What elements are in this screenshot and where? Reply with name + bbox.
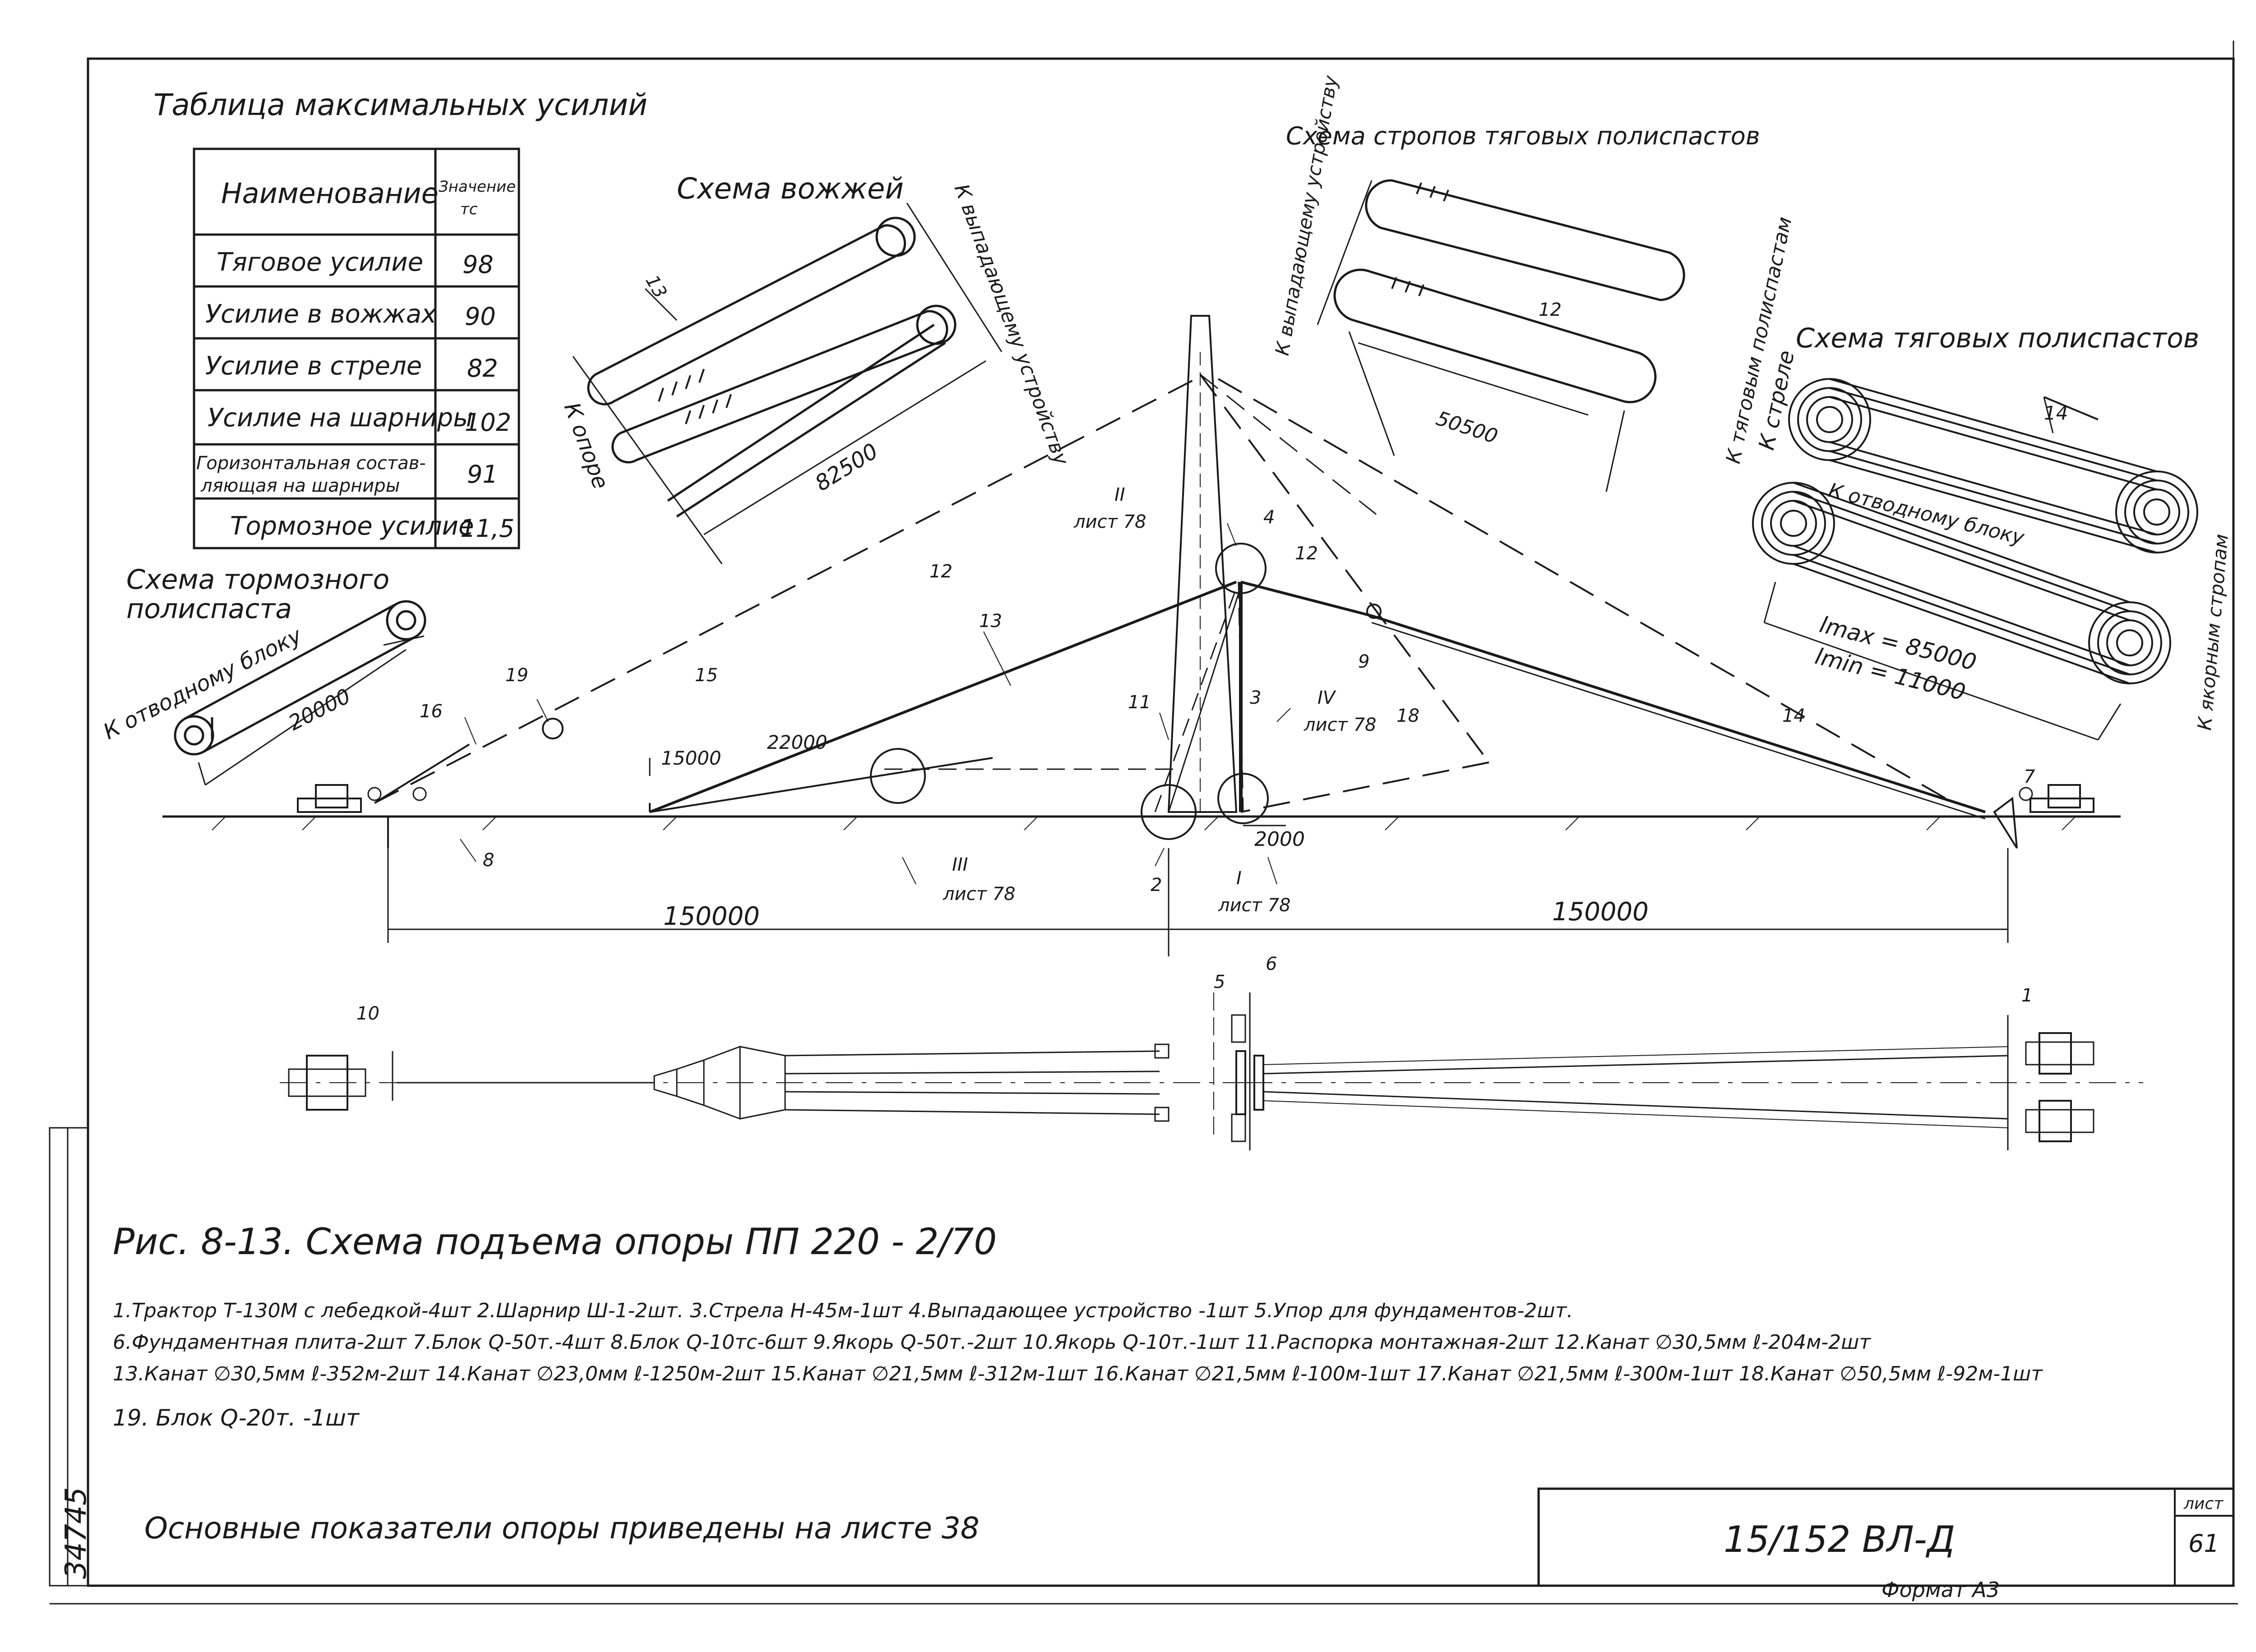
dim-150000-right: 150000 (1552, 897, 1649, 927)
stamp-sheet-number: 61 (2188, 1529, 2219, 1558)
callout-IV: IV (1318, 688, 1336, 708)
callout-III-sheet: лист 78 (943, 884, 1015, 904)
item-9: 9 (1358, 651, 1369, 672)
table-col-value: Значение (439, 178, 516, 196)
callout-I-sheet: лист 78 (1218, 895, 1290, 916)
dim-22000: 22000 (767, 731, 828, 753)
dim-150000-left: 150000 (663, 902, 760, 931)
table-row-name: Усилие в стреле (205, 351, 422, 381)
item-12: 12 (929, 561, 952, 582)
stamp-sheet-label: лист (2183, 1495, 2224, 1513)
callout-III: III (952, 854, 968, 875)
note-text: Основные показатели опоры приведены на л… (144, 1511, 980, 1546)
item-7: 7 (2024, 766, 2035, 787)
plan-item-6: 6 (1266, 954, 1277, 974)
item-4: 4 (1263, 507, 1275, 528)
title-stamp (1537, 1487, 2235, 1587)
slings-title: Схема стропов тяговых полиспастов (1286, 122, 1760, 150)
stamp-code: 15/152 ВЛ-Д (1724, 1518, 1955, 1560)
item-8: 8 (483, 850, 494, 871)
plan-item-1: 1 (2021, 985, 2033, 1006)
plan-view: 10 5 6 1 (280, 954, 2143, 1150)
item-13: 13 (979, 611, 1002, 632)
format-label: Формат А3 (1882, 1578, 2000, 1602)
callout-I: I (1236, 868, 1242, 889)
table-row-value: 98 (462, 250, 494, 279)
table-row-value: 82 (467, 354, 498, 383)
dim-2000: 2000 (1254, 828, 1305, 851)
table-row-value: 102 (465, 408, 511, 437)
table-col-unit: тс (460, 200, 478, 218)
item-18: 18 (1396, 706, 1419, 726)
elevation-view: 150000 150000 2000 15000 22000 II лист 7… (162, 315, 2121, 956)
brake-title-1: Схема тормозного (126, 564, 389, 595)
table-row-name: ляющая на шарниры (200, 475, 400, 496)
item-11: 11 (1128, 692, 1151, 713)
sheet-frame (49, 41, 2238, 1605)
table-row-value: 91 (467, 460, 498, 489)
item-2: 2 (1151, 875, 1162, 895)
table-row-name: Тормозное усилие (230, 512, 474, 541)
table-row-value: 90 (465, 302, 496, 331)
table-row-value: 11,5 (460, 514, 514, 543)
table-row-name: Тяговое усилие (217, 248, 423, 277)
traction-item-label: 14 (2044, 402, 2068, 424)
item-12b: 12 (1295, 543, 1318, 564)
table-row-name: Усилие на шарниры (208, 403, 473, 433)
callout-IV-sheet: лист 78 (1304, 715, 1376, 735)
legend-line: 6.Фундаментная плита-2шт 7.Блок Q-50т.-4… (113, 1331, 1871, 1354)
legend-line: 1.Трактор Т-130М с лебедкой-4шт 2.Шарнир… (113, 1299, 1573, 1322)
item-14: 14 (1782, 706, 1805, 726)
slings-item-label: 12 (1539, 300, 1562, 320)
item-3: 3 (1250, 688, 1261, 708)
figure-caption: Рис. 8-13. Схема подъема опоры ПП 220 - … (113, 1221, 997, 1263)
legend-line: 13.Канат ∅30,5мм ℓ-352м-2шт 14.Канат ∅23… (113, 1362, 2043, 1385)
item-19: 19 (505, 665, 528, 686)
item-15: 15 (695, 665, 718, 686)
item-16: 16 (420, 701, 443, 722)
brake-title-2: полиспаста (126, 593, 292, 625)
force-table: Таблица максимальных усилий Наименование… (153, 88, 647, 549)
reins-title: Схема вожжей (677, 172, 904, 206)
callout-II: II (1114, 485, 1125, 505)
callout-II-sheet: лист 78 (1073, 512, 1146, 532)
legend-line: 19. Блок Q-20т. -1шт (113, 1405, 360, 1431)
table-title: Таблица максимальных усилий (153, 88, 647, 122)
inventory-number: 34745 (60, 1487, 93, 1579)
dim-15000: 15000 (661, 747, 721, 769)
traction-title: Схема тяговых полиспастов (1796, 323, 2199, 354)
plan-item-10: 10 (356, 1003, 379, 1024)
plan-item-5: 5 (1214, 972, 1225, 992)
table-col-name: Наименование (221, 177, 439, 210)
table-row-name: Горизонтальная состав- (196, 453, 426, 474)
table-row-name: Усилие в вожжах (205, 300, 437, 329)
